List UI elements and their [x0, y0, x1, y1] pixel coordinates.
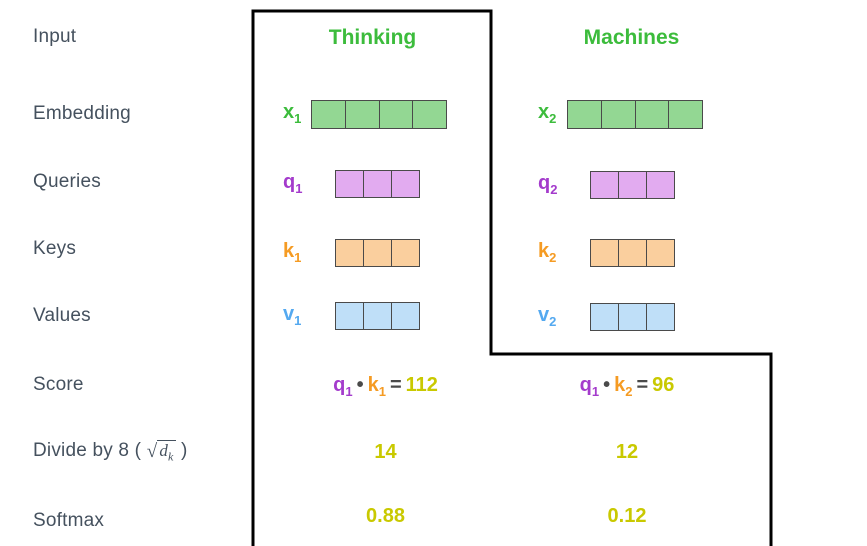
x2-subscript: 2 — [549, 111, 557, 126]
vector-cell — [635, 101, 670, 128]
vector-cell — [364, 240, 392, 266]
k2-letter: k — [538, 240, 550, 262]
vector-cell — [392, 240, 419, 266]
q2-letter: q — [538, 172, 551, 194]
vector-cell — [392, 303, 419, 329]
v1-vector — [335, 302, 420, 330]
dot-operator: • — [603, 374, 611, 396]
vector-cell — [364, 303, 392, 329]
x1-vector — [311, 100, 447, 129]
radicand-letter: d — [159, 441, 169, 460]
softmax-result-thinking: 0.88 — [366, 505, 405, 527]
vector-cell — [591, 240, 619, 266]
row-label-softmax: Softmax — [33, 510, 105, 531]
x1-label: x1 — [283, 101, 302, 126]
k2-subscript: 2 — [549, 250, 557, 265]
k1-vector — [335, 239, 420, 267]
row-label-input: Input — [33, 26, 77, 47]
vector-cell — [379, 101, 414, 128]
vector-cell — [336, 240, 364, 266]
q1-letter: q — [283, 171, 296, 193]
q2-vector — [590, 171, 675, 199]
equals-sign: = — [636, 374, 649, 396]
score-q-term: q1 — [579, 374, 600, 399]
divide-result-thinking: 14 — [374, 441, 397, 463]
score-q1k2: q1•k2=96 — [517, 374, 737, 399]
k1-subscript: 1 — [294, 250, 302, 265]
sqrt-dk-math: √dk — [146, 440, 176, 464]
vector-cell — [568, 101, 602, 128]
row-label-keys: Keys — [33, 238, 77, 259]
row-label-values: Values — [33, 305, 91, 326]
q1-label: q1 — [283, 171, 303, 196]
x1-subscript: 1 — [294, 111, 302, 126]
row-label-embedding: Embedding — [33, 103, 131, 124]
vector-cell — [669, 101, 702, 128]
radicand-subscript: k — [168, 449, 174, 464]
dot-operator: • — [356, 374, 364, 396]
score-result: 112 — [405, 374, 438, 396]
v1-subscript: 1 — [294, 313, 302, 328]
vector-cell — [392, 171, 419, 197]
radicand: dk — [157, 440, 176, 464]
divide-result-machines: 12 — [615, 441, 639, 463]
q1-vector — [335, 170, 420, 198]
x2-letter: x — [538, 101, 550, 123]
divide-label-suffix: ) — [175, 440, 188, 461]
thinking-header: Thinking — [328, 26, 417, 49]
vector-cell — [619, 172, 647, 198]
row-label-divide: Divide by 8 ( √dk ) — [33, 440, 188, 463]
vector-cell — [647, 304, 674, 330]
vector-cell — [413, 101, 446, 128]
row-label-score: Score — [33, 374, 84, 395]
q2-label: q2 — [538, 172, 558, 197]
vector-cell — [345, 101, 380, 128]
vector-cell — [619, 304, 647, 330]
score-q1k1: q1•k1=112 — [278, 374, 493, 399]
score-q-term: q1 — [333, 374, 353, 399]
vector-cell — [619, 240, 647, 266]
machines-header: Machines — [583, 26, 680, 49]
vector-cell — [591, 304, 619, 330]
k2-vector — [590, 239, 675, 267]
score-k-term: k2 — [614, 374, 633, 399]
k1-label: k1 — [283, 240, 302, 265]
v1-label: v1 — [283, 303, 302, 328]
vector-cell — [336, 171, 364, 197]
k1-letter: k — [283, 240, 295, 262]
vector-cell — [591, 172, 619, 198]
x1-letter: x — [283, 101, 295, 123]
divide-label-prefix: Divide by 8 ( — [33, 440, 147, 461]
v2-label: v2 — [538, 304, 557, 329]
equals-sign: = — [389, 374, 402, 396]
score-result: 96 — [652, 374, 675, 396]
v1-letter: v — [283, 303, 295, 325]
q1-subscript: 1 — [295, 181, 303, 196]
vector-cell — [364, 171, 392, 197]
vector-cell — [647, 172, 674, 198]
row-label-queries: Queries — [33, 171, 101, 192]
v2-vector — [590, 303, 675, 331]
vector-cell — [601, 101, 636, 128]
x2-vector — [567, 100, 703, 129]
vector-cell — [647, 240, 674, 266]
softmax-result-machines: 0.12 — [607, 505, 647, 527]
k2-label: k2 — [538, 240, 557, 265]
vector-cell — [312, 101, 346, 128]
q2-subscript: 2 — [550, 182, 558, 197]
v2-letter: v — [538, 304, 550, 326]
score-k-term: k1 — [367, 374, 386, 399]
x2-label: x2 — [538, 101, 557, 126]
radical-sign: √ — [146, 441, 158, 462]
v2-subscript: 2 — [549, 314, 557, 329]
vector-cell — [336, 303, 364, 329]
